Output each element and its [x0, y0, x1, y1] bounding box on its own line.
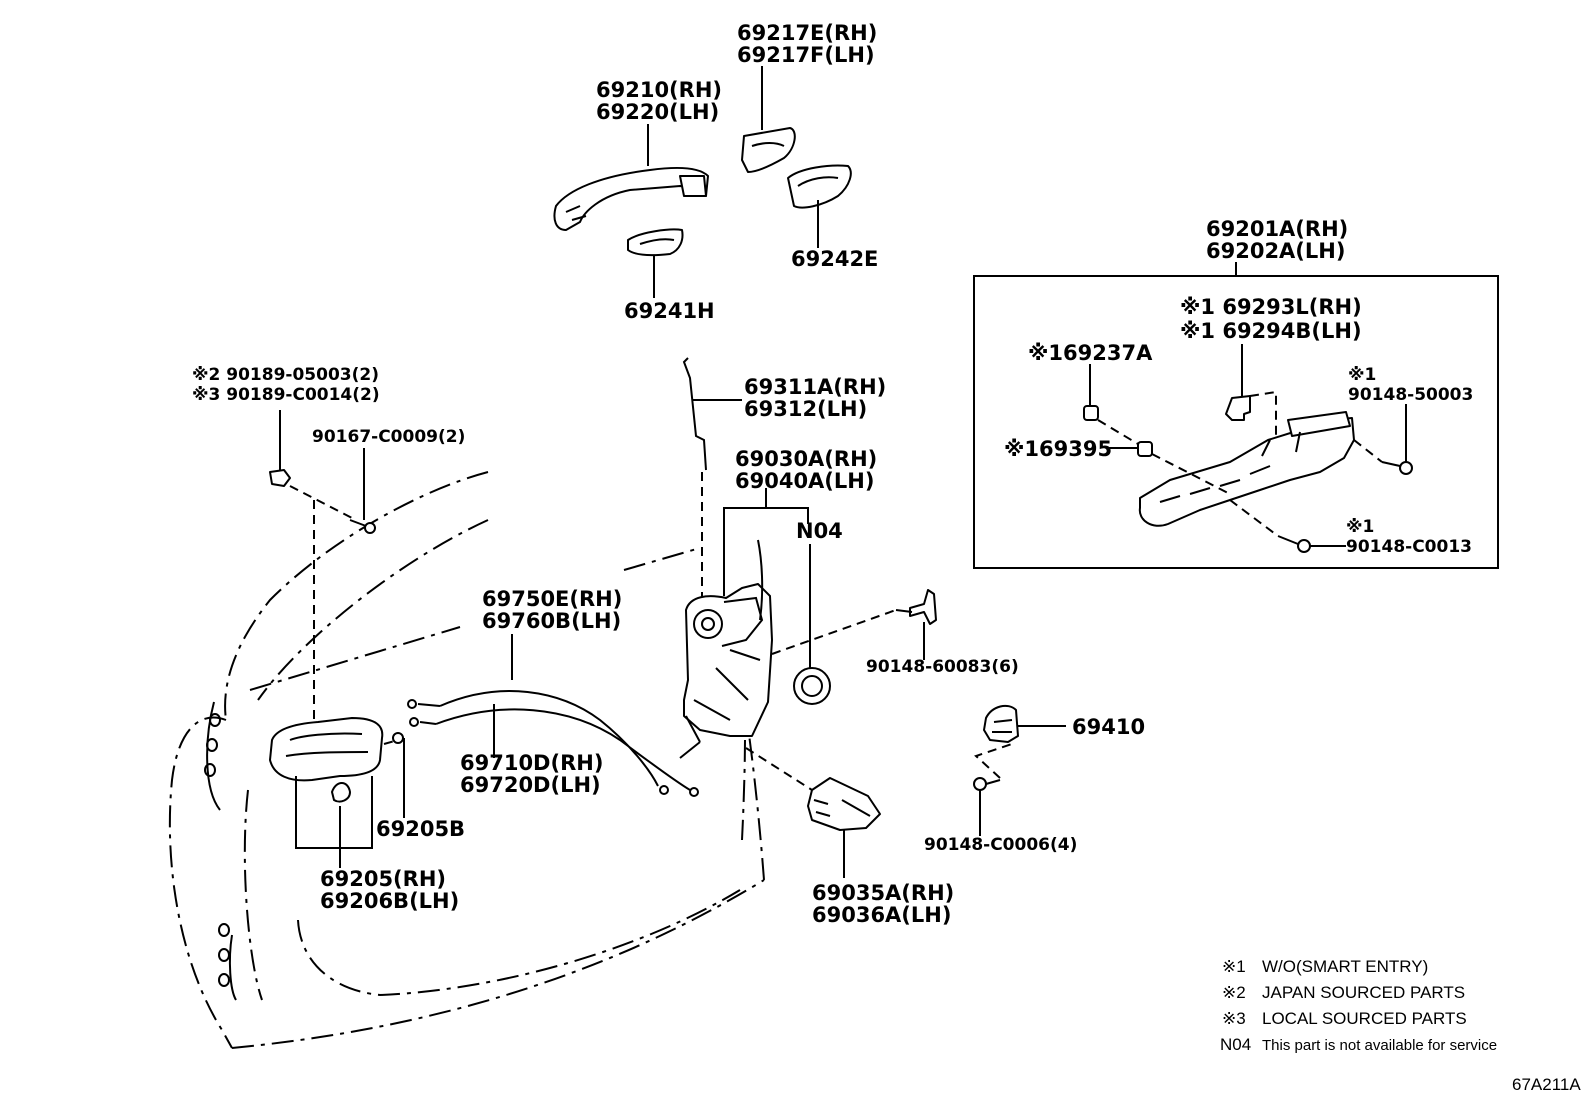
clip-69237A — [1083, 405, 1099, 421]
label-69242E: 69242E — [791, 247, 878, 271]
leaders-inside — [279, 410, 405, 868]
bolt-90148-60083 — [771, 589, 937, 660]
label-69201: 69201A(RH) 69202A(LH) — [1206, 217, 1348, 263]
svg-text:※3 90189-C0014(2): ※3 90189-C0014(2) — [192, 385, 380, 405]
screw-90148-50003 — [1381, 461, 1413, 475]
label-90148-50003: ※1 90148-50003 — [1348, 365, 1473, 405]
svg-text:※1: ※1 — [1348, 365, 1376, 385]
svg-text:LOCAL SOURCED PARTS: LOCAL SOURCED PARTS — [1262, 1009, 1467, 1028]
label-69205B: 69205B — [376, 817, 465, 841]
clip-69395 — [1137, 441, 1153, 457]
label-N04: N04 — [796, 519, 843, 543]
lock-bracket — [723, 488, 811, 668]
striker — [983, 704, 1066, 743]
svg-text:N04: N04 — [1220, 1035, 1251, 1054]
handle-frame — [1138, 411, 1355, 527]
cap-inside-handle — [331, 782, 351, 803]
label-69241H: 69241H — [624, 299, 715, 323]
cables — [407, 690, 701, 797]
svg-text:※3: ※3 — [1222, 1009, 1246, 1028]
svg-text:69036A(LH): 69036A(LH) — [812, 903, 951, 927]
label-69410: 69410 — [1072, 715, 1145, 739]
handle-pad-rear — [787, 164, 852, 209]
svg-text:69217F(LH): 69217F(LH) — [737, 43, 875, 67]
svg-text:69030A(RH): 69030A(RH) — [735, 447, 877, 471]
legend: ※1 W/O(SMART ENTRY) ※2 JAPAN SOURCED PAR… — [1220, 957, 1497, 1054]
svg-text:※1: ※1 — [1346, 517, 1374, 537]
label-69293: ※1 69293L(RH) ※1 69294B(LH) — [1180, 295, 1362, 343]
svg-text:69040A(LH): 69040A(LH) — [735, 469, 874, 493]
svg-text:69312(LH): 69312(LH) — [744, 397, 867, 421]
handle-cap-cover — [741, 127, 796, 173]
svg-text:※2 90189-05003(2): ※2 90189-05003(2) — [192, 365, 379, 385]
label-90148-60083: 90148-60083(6) — [866, 657, 1019, 677]
svg-text:69311A(RH): 69311A(RH) — [744, 375, 886, 399]
svg-text:※1: ※1 — [1222, 957, 1246, 976]
lock-rod — [682, 357, 707, 471]
label-69710: 69710D(RH) 69720D(LH) — [460, 751, 603, 797]
svg-text:W/O(SMART ENTRY): W/O(SMART ENTRY) — [1262, 957, 1428, 976]
label-69035: 69035A(RH) 69036A(LH) — [812, 881, 954, 927]
diagram-code: 67A211A — [1512, 1075, 1581, 1094]
svg-text:69760B(LH): 69760B(LH) — [482, 609, 621, 633]
door-lock-assembly — [683, 539, 773, 737]
label-90148-C0006: 90148-C0006(4) — [924, 835, 1077, 855]
svg-text:69205(RH): 69205(RH) — [320, 867, 446, 891]
svg-text:69210(RH): 69210(RH) — [596, 78, 722, 102]
outside-handle — [553, 167, 709, 231]
clip-90189 — [269, 469, 291, 487]
svg-text:※1 69294B(LH): ※1 69294B(LH) — [1180, 319, 1362, 343]
lock-protector — [745, 747, 881, 878]
screw-69205B — [392, 732, 404, 744]
label-69311: 69311A(RH) 69312(LH) — [744, 375, 886, 421]
svg-text:90148-C0013: 90148-C0013 — [1346, 537, 1472, 557]
label-90167: 90167-C0009(2) — [312, 427, 465, 447]
svg-text:This part is not available for: This part is not available for service — [1262, 1037, 1497, 1054]
screw-90167 — [349, 519, 376, 534]
svg-text:69206B(LH): 69206B(LH) — [320, 889, 459, 913]
label-69205: 69205(RH) 69206B(LH) — [320, 867, 459, 913]
label-69237A: ※169237A — [1028, 341, 1153, 365]
svg-text:69217E(RH): 69217E(RH) — [737, 21, 877, 45]
svg-text:69710D(RH): 69710D(RH) — [460, 751, 603, 775]
svg-text:69750E(RH): 69750E(RH) — [482, 587, 622, 611]
screw-90148-C0013 — [1277, 535, 1311, 553]
label-69750: 69750E(RH) 69760B(LH) — [482, 587, 622, 633]
svg-text:90148-50003: 90148-50003 — [1348, 385, 1473, 405]
svg-text:※2: ※2 — [1222, 983, 1246, 1002]
label-90189: ※2 90189-05003(2) ※3 90189-C0014(2) — [192, 365, 380, 405]
seal-ring-N04 — [793, 667, 831, 705]
handle-pad-front-inner — [639, 238, 675, 245]
leaders-top — [647, 66, 819, 298]
handle-pad-rear-inner — [797, 176, 839, 187]
svg-text:69201A(RH): 69201A(RH) — [1206, 217, 1348, 241]
handle-cap-cover-inner — [751, 142, 785, 147]
label-69217: 69217E(RH) 69217F(LH) — [737, 21, 877, 67]
body-holes — [204, 701, 237, 1001]
svg-text:69720D(LH): 69720D(LH) — [460, 773, 601, 797]
svg-text:JAPAN SOURCED PARTS: JAPAN SOURCED PARTS — [1262, 983, 1465, 1002]
svg-text:69202A(LH): 69202A(LH) — [1206, 239, 1345, 263]
label-69210: 69210(RH) 69220(LH) — [596, 78, 722, 124]
screw-90148-C0006 — [973, 743, 1013, 836]
label-69030: 69030A(RH) 69040A(LH) — [735, 447, 877, 493]
leaders-box — [1089, 344, 1407, 547]
inside-handle — [269, 717, 384, 782]
leaders-cables — [493, 634, 513, 758]
svg-text:69035A(RH): 69035A(RH) — [812, 881, 954, 905]
svg-text:69220(LH): 69220(LH) — [596, 100, 719, 124]
label-69395: ※169395 — [1004, 437, 1112, 461]
svg-text:※1 69293L(RH): ※1 69293L(RH) — [1180, 295, 1362, 319]
label-90148-C0013: ※1 90148-C0013 — [1346, 517, 1472, 557]
bracket-69293 — [1225, 395, 1251, 421]
handle-pad-front — [627, 228, 684, 257]
